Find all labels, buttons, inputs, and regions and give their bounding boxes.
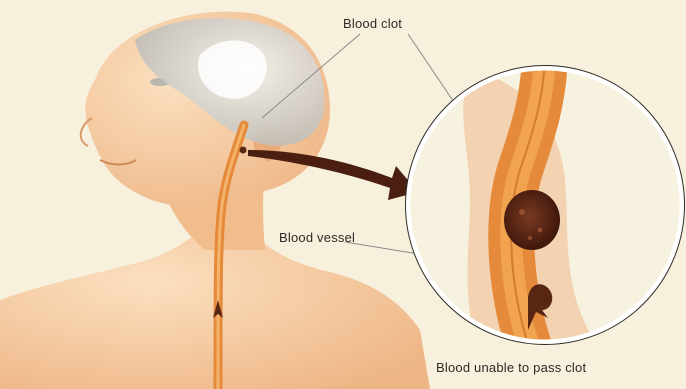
label-blood-clot: Blood clot — [343, 16, 402, 31]
clot-location-dot — [240, 147, 247, 154]
label-blood-vessel: Blood vessel — [279, 230, 355, 245]
label-blood-unable: Blood unable to pass clot — [436, 360, 586, 375]
blood-clot — [504, 190, 560, 250]
